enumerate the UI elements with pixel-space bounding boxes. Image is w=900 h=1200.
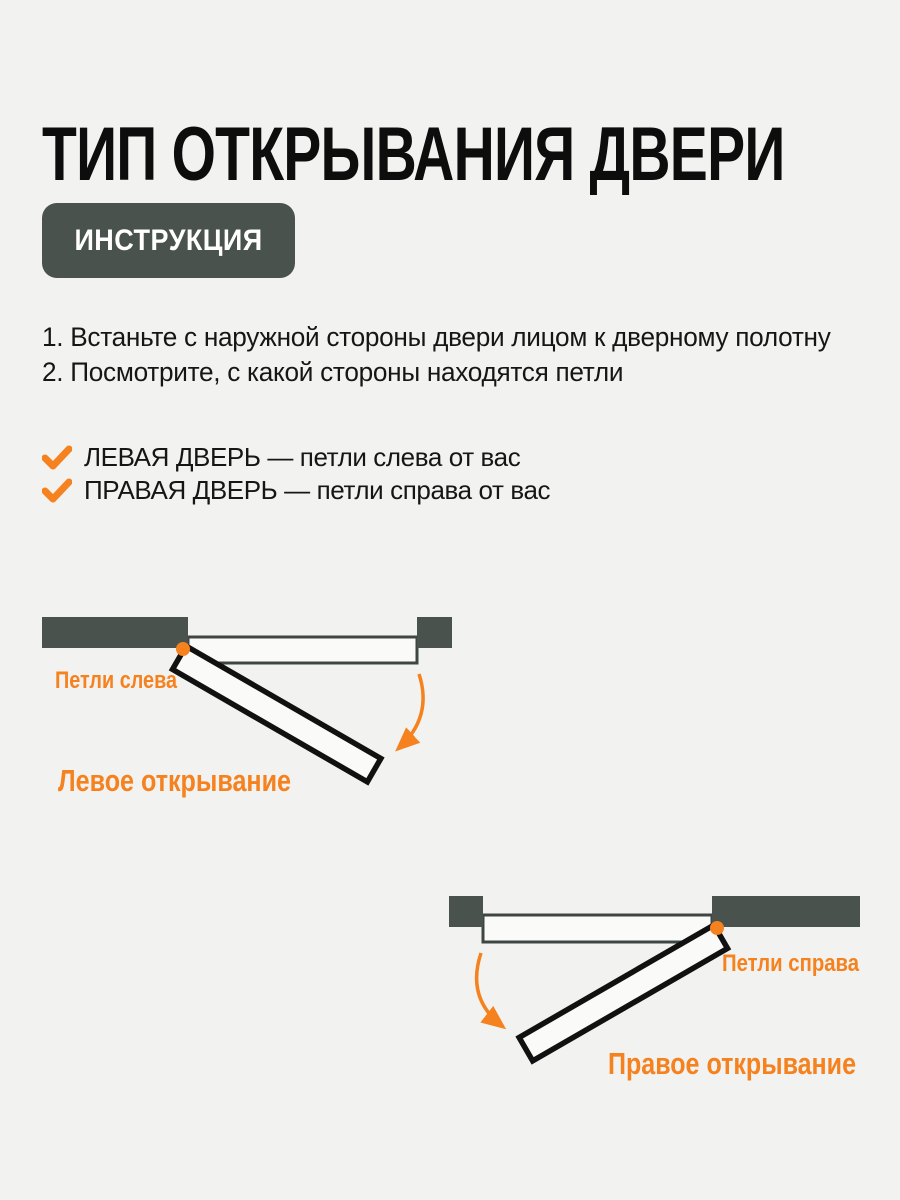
door-swing-diagrams: Петли слева Левое открывание Петли справ… <box>42 617 860 1081</box>
right-diagram-wall-right <box>712 896 860 927</box>
right-door-open-leaf <box>515 921 732 1065</box>
left-hinge-label: Петли слева <box>55 667 178 694</box>
door-type-checklist: ЛЕВАЯ ДВЕРЬ — петли слева от вас ПРАВАЯ … <box>42 441 551 507</box>
instruction-steps: 1. Встаньте с наружной стороны двери лиц… <box>42 320 831 390</box>
left-swing-arrow <box>395 673 425 752</box>
left-diagram-jamb-right <box>417 617 452 648</box>
page-title: ТИП ОТКРЫВАНИЯ ДВЕРИ <box>42 111 785 197</box>
left-opening-caption: Левое открывание <box>58 763 291 798</box>
check-row-left-door: ЛЕВАЯ ДВЕРЬ — петли слева от вас <box>42 441 550 474</box>
step-1: 1. Встаньте с наружной стороны двери лиц… <box>42 322 831 352</box>
left-door-closed-outline <box>186 635 419 665</box>
right-hinge-dot <box>710 921 724 935</box>
check-row-right-door: ПРАВАЯ ДВЕРЬ — петли справа от вас <box>42 474 551 507</box>
right-door-closed-outline <box>481 913 714 944</box>
check-icon <box>42 445 72 469</box>
right-opening-diagram: Петли справа Правое открывание <box>449 896 860 1081</box>
instruction-badge: ИНСТРУКЦИЯ <box>42 203 295 278</box>
step-2: 2. Посмотрите, с какой стороны находятся… <box>42 357 624 387</box>
left-door-open-leaf <box>168 642 385 786</box>
instruction-badge-label: ИНСТРУКЦИЯ <box>74 223 263 257</box>
left-opening-diagram: Петли слева Левое открывание <box>42 617 452 798</box>
left-diagram-wall-left <box>42 617 188 648</box>
check-label-left-door: ЛЕВАЯ ДВЕРЬ — петли слева от вас <box>84 442 521 472</box>
right-diagram-jamb-left <box>449 896 483 927</box>
check-label-right-door: ПРАВАЯ ДВЕРЬ — петли справа от вас <box>84 475 551 505</box>
right-hinge-label: Петли справа <box>722 950 860 977</box>
check-icon <box>42 478 72 502</box>
right-opening-caption: Правое открывание <box>608 1046 856 1081</box>
left-hinge-dot <box>176 642 190 656</box>
right-swing-arrow <box>474 952 507 1030</box>
